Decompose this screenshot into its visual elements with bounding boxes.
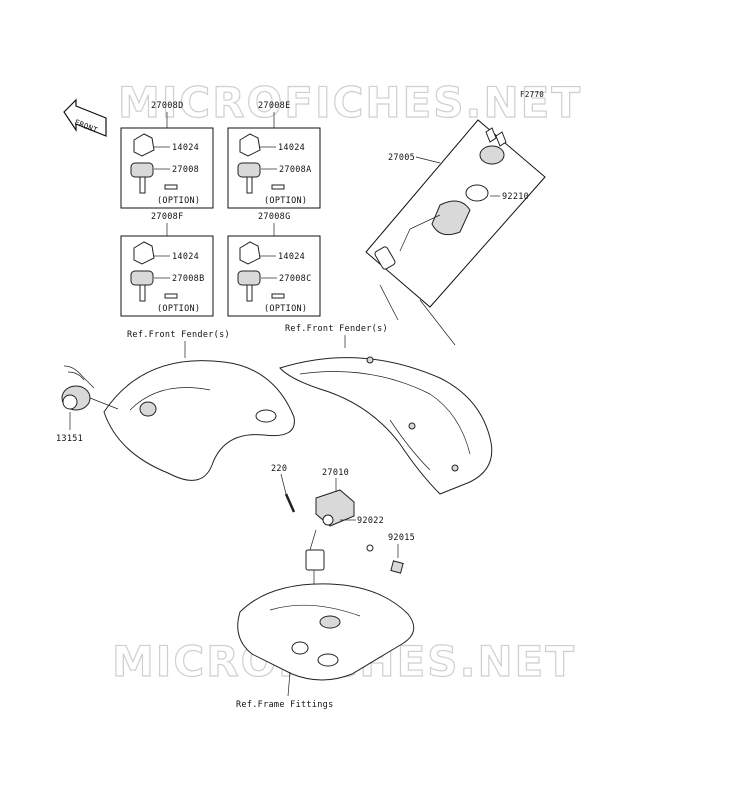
key-cap-icon [133, 133, 155, 157]
watermark-top: MICROFICHES.NET [118, 78, 582, 127]
collar-part: 92022 [357, 516, 384, 526]
bolt-part: 220 [271, 464, 287, 474]
nut-icon [465, 184, 489, 202]
key-set-label-4: 27008G [258, 212, 291, 222]
option-3: (OPTION) [157, 304, 200, 314]
option-4: (OPTION) [264, 304, 307, 314]
key-set-label-1: 27008D [151, 101, 184, 111]
plug-part: 13151 [56, 434, 83, 444]
key-icon [130, 270, 154, 286]
ref-front-fender-right: Ref.Front Fender(s) [285, 324, 388, 334]
key-cap-icon [133, 241, 155, 265]
ignition-switch-panel: 27005 92210 [365, 119, 546, 346]
option-2: (OPTION) [264, 196, 307, 206]
right-fender: Ref.Front Fender(s) [279, 324, 493, 495]
switch-body-icon [431, 200, 471, 236]
front-arrow-icon: FRONT [63, 98, 107, 137]
option-1: (OPTION) [157, 196, 200, 206]
key-cap-part-1: 14024 [172, 143, 199, 153]
key-set-box-2: 27008E 14024 27008A (OPTION) [227, 101, 321, 209]
key-icon [237, 162, 261, 178]
key-icon [237, 270, 261, 286]
key-icon [130, 162, 154, 178]
clip-part: 92015 [388, 533, 415, 543]
frame-fitting [237, 583, 415, 697]
key-set-box-3: 27008F 14024 27008B (OPTION) [120, 212, 214, 317]
bracket-assembly: 220 27010 92022 92015 [271, 464, 415, 590]
key-cap-part-4: 14024 [278, 252, 305, 262]
key-set-label-2: 27008E [258, 101, 291, 111]
bracket-part: 27010 [322, 468, 349, 478]
key-cap-icon [239, 241, 261, 265]
nut-part: 92210 [502, 192, 529, 202]
key-part-2: 27008A [279, 165, 312, 175]
key-cap-part-2: 14024 [278, 143, 305, 153]
ref-frame-fittings: Ref.Frame Fittings [236, 700, 334, 710]
ref-front-fender-left: Ref.Front Fender(s) [127, 330, 230, 340]
figure-code: F2770 [520, 90, 544, 99]
key-part-1: 27008 [172, 165, 199, 175]
key-part-3: 27008B [172, 274, 205, 284]
plug-part-icon: 13151 [56, 365, 119, 444]
ignition-switch-part: 27005 [388, 153, 415, 163]
key-part-4: 27008C [279, 274, 312, 284]
left-fender: Ref.Front Fender(s) [103, 330, 295, 481]
key-set-box-1: 27008D 14024 27008 (OPTION) [120, 101, 214, 209]
key-set-label-3: 27008F [151, 212, 184, 222]
key-cap-icon [239, 133, 261, 157]
key-set-box-4: 27008G 14024 27008C (OPTION) [227, 212, 321, 317]
key-cap-part-3: 14024 [172, 252, 199, 262]
